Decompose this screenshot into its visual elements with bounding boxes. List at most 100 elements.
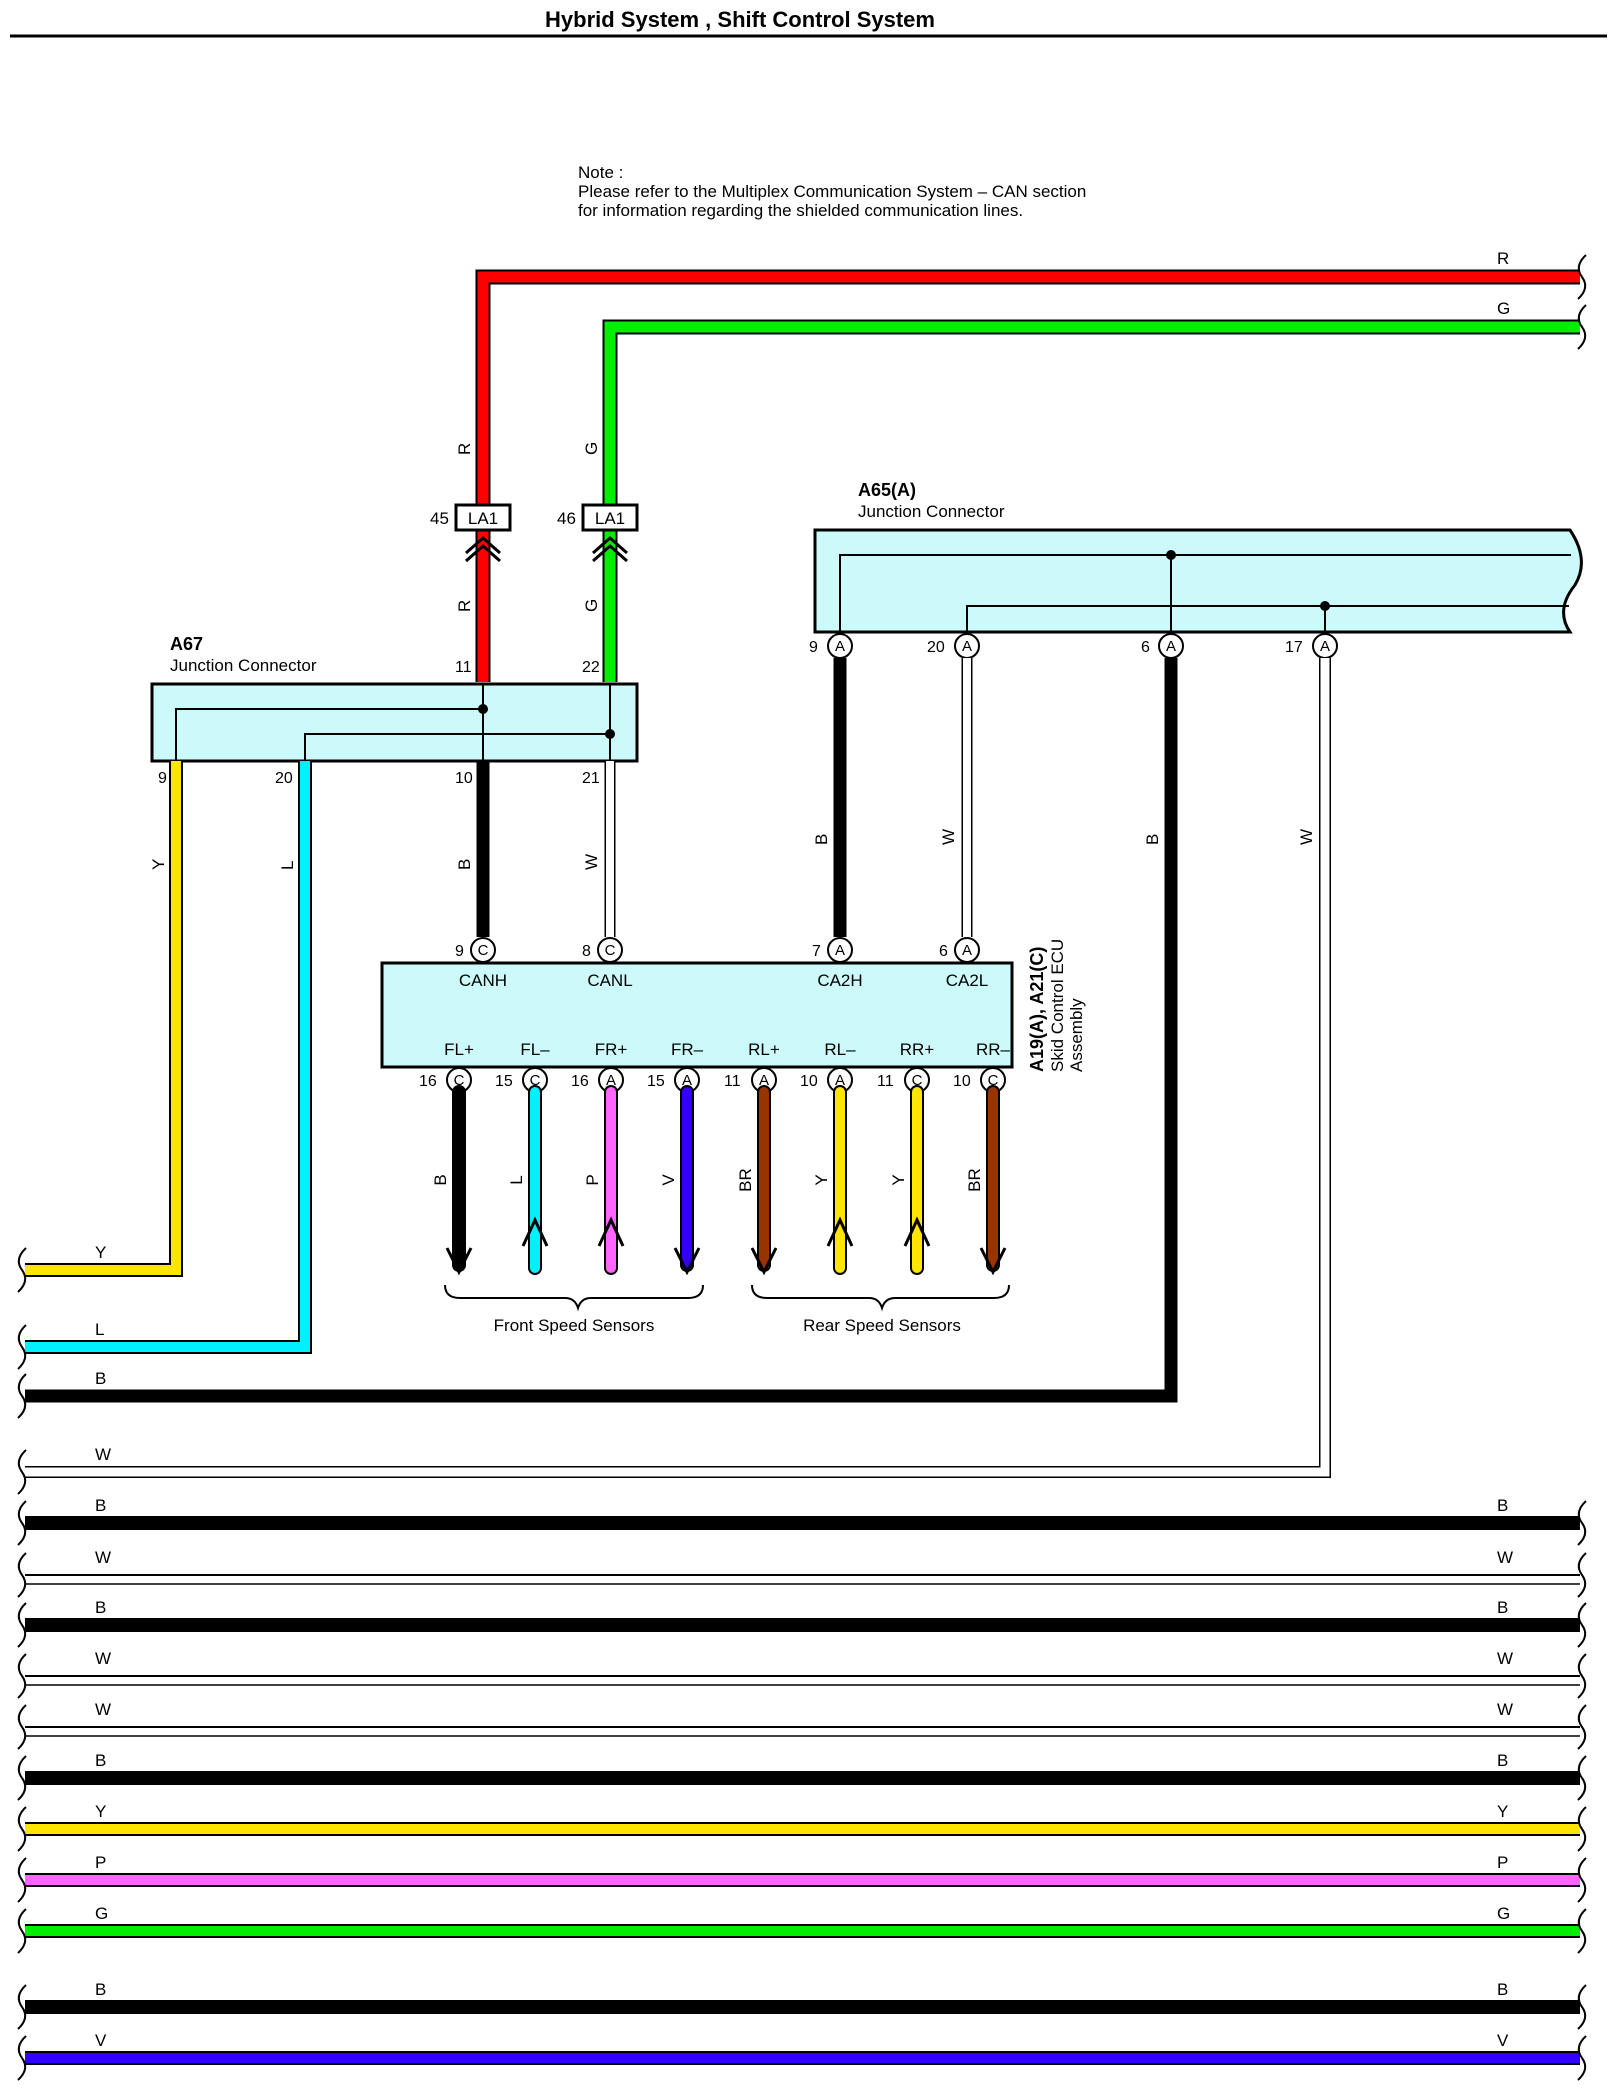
front-sensors-label: Front Speed Sensors [494, 1316, 655, 1335]
a65-pin-6-letter: A [1166, 638, 1176, 655]
sensor-wire-8: BR [965, 1085, 1007, 1276]
a65-pin-20-letter: A [962, 638, 972, 655]
bundle-wire-label-right: W [1497, 1548, 1513, 1567]
ecu-bottom-pin-letter: A [759, 1072, 769, 1089]
ecu-top-pin-label: CANL [587, 971, 632, 990]
ecu-bottom-pin-num: 15 [495, 1073, 513, 1090]
a67-splice-1 [478, 704, 488, 714]
a67-pin-10: 10 [455, 770, 473, 787]
front-sensors-brace [444, 1284, 704, 1312]
ecu-bottom-pin-letter: C [912, 1072, 923, 1089]
ecu-bottom-pin-label: RR+ [900, 1040, 935, 1059]
la1-connector-left: LA1 45 [430, 503, 512, 563]
ecu-bottom-pin-label: FR– [671, 1040, 704, 1059]
a65-pin-9: 9 A [809, 633, 853, 659]
ecu-top-pin-label: CA2H [817, 971, 862, 990]
wire-g-top [602, 319, 1580, 682]
bundle-wire-label-right: B [1497, 1751, 1508, 1770]
a65-pin-6-num: 6 [1141, 639, 1150, 656]
a65-name: A65(A) [858, 480, 916, 500]
bundle-wire-label-right: B [1497, 1980, 1508, 1999]
ecu-name: A19(A), A21(C) [1027, 947, 1047, 1072]
ecu-bottom-pin-label: FL– [520, 1040, 550, 1059]
rear-sensors-brace [751, 1284, 1010, 1312]
la1-left-pin: 45 [430, 509, 449, 528]
note-heading: Note : [578, 163, 623, 182]
wire-b-a65 [25, 658, 1178, 1403]
sensor-wire-label: BR [736, 1168, 755, 1192]
ecu-bottom-pin-letter: A [835, 1072, 845, 1089]
ecu-bottom-pin-num: 11 [877, 1073, 894, 1090]
ecu-top-pin-letter: C [478, 942, 489, 959]
wire-b-canh-vlabel: B [455, 859, 474, 870]
bundle-wire-label-left: W [95, 1700, 111, 1719]
la1-left-name: LA1 [468, 509, 498, 528]
bundle-wire-label-left: V [95, 2031, 107, 2050]
bundle-wire-label-right: B [1497, 1496, 1508, 1515]
a65-pin-6: 6 A [1141, 633, 1184, 659]
ecu-bottom-pin-num: 10 [953, 1073, 971, 1090]
ecu-top-pin-letter: A [835, 942, 845, 959]
wire-w-canl-vlabel: W [582, 854, 601, 870]
ecu-bottom-pin-num: 16 [571, 1073, 589, 1090]
bundle-wire-label-right: P [1497, 1853, 1508, 1872]
a65-pin-9-letter: A [835, 638, 845, 655]
bundle-wire-label-left: W [95, 1649, 111, 1668]
wire-w-a65-vlabel: W [1297, 829, 1316, 845]
ecu-bottom-pin-7: RR+ 11 C [877, 1040, 935, 1093]
a67-desc: Junction Connector [170, 656, 317, 675]
ecu-top-pin-letter: C [605, 942, 616, 959]
ecu-bottom-pin-num: 16 [419, 1073, 437, 1090]
a65-pin-17-letter: A [1320, 638, 1330, 655]
ecu-bottom-pin-num: 10 [800, 1073, 818, 1090]
ecu-bottom-pin-label: RR– [976, 1040, 1011, 1059]
sensor-wire-label: BR [965, 1168, 984, 1192]
wire-b-ca2h-vlabel: B [812, 834, 831, 845]
note-line-1: Please refer to the Multiplex Communicat… [578, 182, 1086, 201]
ecu-box [380, 961, 1014, 1069]
bundle-wire-label-left: Y [95, 1802, 106, 1821]
wire-r-vlabel-lower: R [455, 600, 474, 612]
sensor-wire-label: B [431, 1174, 450, 1185]
a65-pin-9-num: 9 [809, 639, 818, 656]
sensor-wire-label: V [659, 1174, 678, 1186]
bundle-wire-label-left: W [95, 1548, 111, 1567]
ecu-bottom-pin-letter: C [530, 1072, 541, 1089]
wire-g-vlabel-lower: G [582, 599, 601, 612]
wire-w-a65 [25, 658, 1331, 1478]
sensor-wire-3: P [583, 1085, 625, 1275]
ecu-bottom-pin-6: RL– 10 A [800, 1040, 856, 1093]
bundle-wire-label-right: B [1497, 1598, 1508, 1617]
wire-l-a67 [25, 761, 312, 1354]
ecu-bottom-pin-letter: C [454, 1072, 465, 1089]
ecu-top-pin-label: CANH [459, 971, 507, 990]
a65-pin-20: 20 A [927, 633, 980, 659]
wire-g-vlabel-upper: G [582, 442, 601, 455]
ecu-desc-2: Assembly [1067, 998, 1086, 1072]
sensor-wire-6: Y [812, 1085, 854, 1275]
a65-pin-17: 17 A [1285, 633, 1338, 659]
a67-splice-2 [605, 729, 615, 739]
bundle-wire-label-right: V [1497, 2031, 1509, 2050]
ecu-bottom-pin-2: FL– 15 C [495, 1040, 550, 1093]
la1-right-pin: 46 [557, 509, 576, 528]
sensor-wire-label: Y [889, 1174, 908, 1185]
bundle-wire-label-right: Y [1497, 1802, 1508, 1821]
a65-splice-2 [1320, 601, 1330, 611]
a67-box [150, 682, 639, 763]
a65-pin-20-num: 20 [927, 639, 945, 656]
bundle-wire-label-left: B [95, 1496, 106, 1515]
wire-b-a65-vlabel: B [1143, 834, 1162, 845]
bundle-wire-label-left: B [95, 1980, 106, 1999]
ecu-bottom-pin-label: RL– [824, 1040, 856, 1059]
